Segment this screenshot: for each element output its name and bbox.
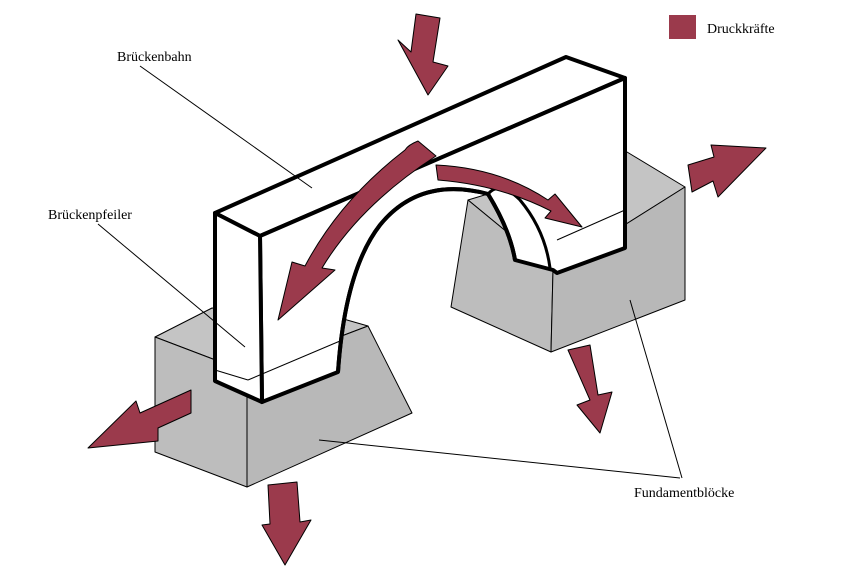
force-arrow-left-out	[87, 389, 192, 449]
leader-bridge-deck	[139, 65, 313, 189]
label-bridge-pier: Brückenpfeiler	[48, 208, 132, 223]
force-arrow-bottom-down	[261, 481, 312, 566]
bridge-structure	[213, 55, 627, 404]
leader-bridge-pier	[97, 223, 246, 348]
legend: Druckkräfte	[669, 15, 775, 39]
foundation-right-side	[550, 186, 686, 353]
label-foundation-blocks: Fundamentblöcke	[634, 486, 734, 501]
arch-inner-curve	[336, 187, 517, 373]
force-arrow-left-pier	[277, 140, 437, 321]
right-pier-base-line	[556, 209, 626, 241]
force-arrow-right-down	[567, 344, 613, 434]
pier-front-face	[213, 211, 264, 404]
legend-swatch	[669, 15, 696, 39]
pier-base-line-2	[247, 340, 341, 381]
leader-lines	[97, 65, 683, 479]
force-arrow-right-out	[687, 144, 767, 198]
foundation-block-right	[450, 151, 686, 353]
leader-foundation-left	[318, 439, 681, 479]
legend-label: Druckkräfte	[707, 22, 775, 37]
leader-foundation-right	[629, 299, 683, 479]
force-arrow-top	[397, 13, 449, 96]
force-arrow-right-arch	[435, 164, 583, 228]
force-arrows	[87, 13, 767, 566]
pier-base-line	[214, 369, 249, 381]
label-bridge-deck: Brückenbahn	[117, 50, 192, 65]
